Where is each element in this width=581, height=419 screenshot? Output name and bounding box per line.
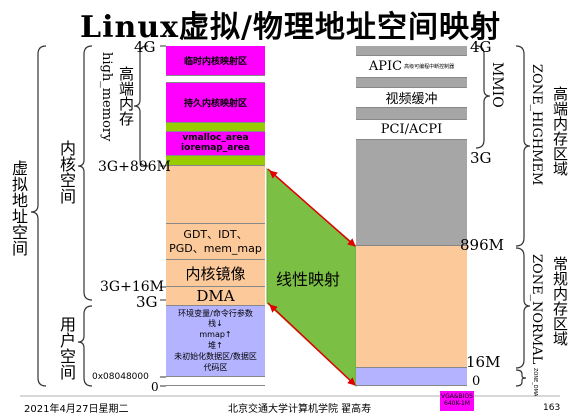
data-area-label: 未初始化数据区/数据区 — [174, 351, 257, 361]
guard-block-1 — [166, 123, 265, 132]
zone-highmem-label: ZONE_HIGHMEM — [529, 64, 544, 186]
video-buffer-label: 视频缓冲 — [385, 92, 438, 107]
code-area-label: 代码区 — [203, 362, 228, 372]
slide-footer: 北京交通大学计算机学院 翟高寿 — [228, 404, 372, 415]
pci-acpi-block: PCI/ACPI — [356, 120, 467, 140]
gap-block — [166, 76, 265, 83]
persistent-kernel-map-block: 持久内核映射区 — [166, 83, 265, 123]
addr-left-3g896m: 3G+896M — [98, 159, 171, 175]
linear-map-label: 线性映射 — [276, 270, 341, 289]
kernel-image-block: 内核镜像 — [166, 260, 265, 287]
addr-right-16m: 16M — [466, 353, 501, 371]
addr-right-4g: 4G — [470, 38, 492, 56]
user-space-block: 环境变量/命令行参数 栈↓ mmap↑ 堆↑ 未初始化数据区/数据区 代码区 — [166, 306, 265, 377]
ioremap-label: ioremap_area — [181, 142, 250, 153]
addr-right-0: 0 — [472, 374, 481, 389]
kernel-space-label: 内核空间 — [57, 140, 76, 204]
kernel-free-block — [166, 166, 265, 224]
addr-left-4g: 4G — [134, 38, 156, 56]
dma-block: DMA — [166, 287, 265, 306]
video-buffer-block: 视频缓冲 — [356, 88, 467, 108]
user-space-label: 用户空间 — [57, 316, 76, 380]
vmalloc-ioremap-block: vmalloc_area ioremap_area — [166, 132, 265, 156]
addr-right-3g: 3G — [470, 149, 492, 167]
heap-label: 堆↑ — [208, 341, 223, 350]
temp-kernel-map-label: 临时内核映射区 — [183, 57, 247, 67]
slide-title: Linux虚拟/物理地址空间映射 — [80, 10, 501, 45]
zone-highmem-cn-label: 高端内存区域 — [551, 86, 569, 176]
apic-label: APIC — [368, 59, 403, 74]
addr-left-3g16m: 3G+16M — [100, 279, 164, 295]
kernel-items-line2: PGD、mem_map — [169, 241, 262, 255]
zone-normal-cn-label: 常规内存区域 — [551, 256, 569, 346]
kernel-structures-block: GDT、IDT、 PGD、mem_map — [166, 224, 265, 260]
persistent-kernel-map-label: 持久内核映射区 — [183, 99, 247, 109]
zone-normal-label: ZONE_NORMAL — [529, 254, 544, 365]
slide-date: 2021年4月27日星期二 — [24, 404, 129, 415]
apic-block: APIC 高级可编程中断控制器 — [356, 56, 467, 78]
null-guard-block — [166, 377, 265, 386]
apic-sub-label: 高级可编程中断控制器 — [404, 64, 455, 70]
vga-bios-label: VGA&BIOS — [441, 393, 473, 401]
phys-highmem-block — [356, 140, 467, 246]
mmio-label: MMIO — [489, 62, 505, 108]
guard-block-2 — [166, 156, 265, 166]
map-arrow-bottom-back — [269, 304, 356, 386]
phys-dma-block — [356, 368, 467, 386]
kernel-items-line1: GDT、IDT、 — [183, 228, 248, 242]
temp-kernel-map-block: 临时内核映射区 — [166, 46, 265, 76]
phys-gap-block-2 — [356, 108, 467, 120]
mmap-label: mmap↑ — [199, 330, 232, 340]
phys-top-block — [356, 46, 467, 56]
dma-label: DMA — [196, 287, 235, 305]
vga-range-label: 640K-1M — [444, 400, 470, 407]
virtual-space-label: 虚拟地址空间 — [9, 160, 28, 256]
addr-left-3g: 3G — [136, 293, 158, 311]
vga-bios-block: VGA&BIOS 640K-1M — [440, 391, 474, 411]
phys-gap-block-1 — [356, 78, 467, 88]
stack-label: 栈↓ — [208, 319, 223, 329]
high-memory-cn-label: 高端内存 — [117, 66, 135, 126]
pci-acpi-label: PCI/ACPI — [380, 122, 443, 137]
addr-left-0x08048000: 0x08048000 — [92, 372, 149, 382]
phys-normal-block — [356, 246, 467, 368]
addr-left-0: 0 — [151, 380, 159, 394]
zone-dma-label: ZONE_DMA — [532, 368, 538, 397]
addr-right-896m: 896M — [460, 236, 504, 254]
high-memory-en-label: high_memory — [99, 52, 114, 142]
vmalloc-label: vmalloc_area — [182, 133, 249, 144]
kernel-image-label: 内核镜像 — [185, 264, 246, 283]
env-args-label: 环境变量/命令行参数 — [178, 308, 253, 318]
map-arrow-top-back — [269, 170, 356, 247]
page-number: 163 — [543, 403, 561, 413]
